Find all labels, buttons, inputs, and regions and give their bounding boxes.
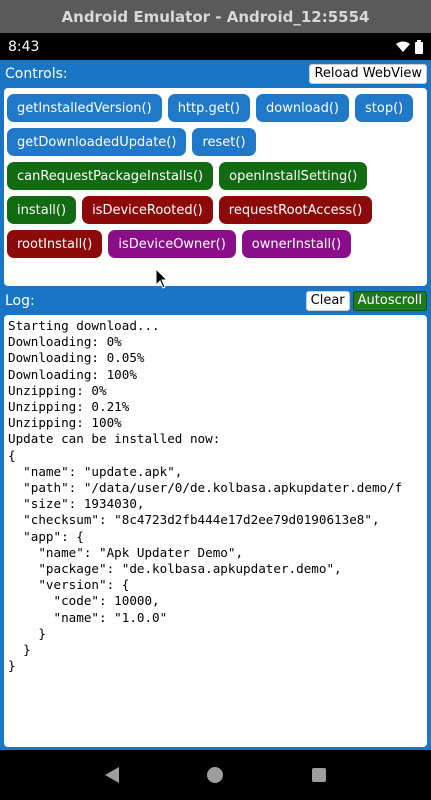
log-line: "version": {: [8, 577, 130, 593]
controls-row: rootInstall()isDeviceOwner()ownerInstall…: [7, 230, 424, 258]
log-line: Unzipping: 0.21%: [8, 399, 130, 415]
control-button-root-install[interactable]: rootInstall(): [7, 230, 103, 258]
battery-icon: [415, 39, 423, 54]
log-output: Starting download...Downloading: 0%Downl…: [8, 318, 423, 674]
clear-button[interactable]: Clear: [305, 291, 350, 311]
controls-row: canRequestPackageInstalls()openInstallSe…: [7, 162, 424, 190]
control-button-httpget[interactable]: http.get(): [167, 94, 250, 122]
log-line: "app": {: [8, 528, 84, 544]
wifi-icon: [396, 41, 410, 52]
status-bar: 8:43: [0, 33, 431, 60]
home-icon[interactable]: [200, 760, 230, 790]
controls-row: getInstalledVersion()http.get()download(…: [7, 94, 424, 122]
reload-webview-button[interactable]: Reload WebView: [309, 64, 427, 84]
log-label: Log:: [5, 293, 35, 309]
log-line: Downloading: 0%: [8, 334, 122, 350]
status-icons: [396, 39, 423, 54]
log-line: "size": 1934030,: [8, 496, 145, 512]
control-button-is-device-owner[interactable]: isDeviceOwner(): [108, 230, 236, 258]
controls-label: Controls:: [5, 66, 68, 82]
log-line: Update can be installed now:: [8, 431, 221, 447]
log-line: "package": "de.kolbasa.apkupdater.demo",: [8, 561, 342, 577]
control-button-is-device-rooted[interactable]: isDeviceRooted(): [82, 196, 213, 224]
navigation-bar: [0, 750, 431, 800]
controls-panel: getInstalledVersion()http.get()download(…: [4, 88, 427, 286]
log-line: {: [8, 447, 16, 463]
log-line: "name": "update.apk",: [8, 463, 183, 479]
app-webview: Controls: Reload WebView getInstalledVer…: [0, 60, 431, 750]
log-header: Log: Clear Autoscroll: [0, 287, 431, 315]
window-title: Android Emulator - Android_12:5554: [0, 0, 431, 33]
control-button-get-downloaded-update[interactable]: getDownloadedUpdate(): [7, 128, 187, 156]
control-button-stop[interactable]: stop(): [355, 94, 414, 122]
control-button-open-install-setting[interactable]: openInstallSetting(): [219, 162, 368, 190]
autoscroll-button[interactable]: Autoscroll: [352, 291, 427, 311]
control-button-owner-install[interactable]: ownerInstall(): [241, 230, 352, 258]
log-line: Unzipping: 0%: [8, 382, 107, 398]
log-line: }: [8, 642, 31, 658]
log-line: }: [8, 658, 16, 674]
control-button-reset[interactable]: reset(): [192, 128, 256, 156]
log-line: "name": "Apk Updater Demo",: [8, 544, 244, 560]
back-icon[interactable]: [97, 760, 127, 790]
log-line: Downloading: 100%: [8, 366, 137, 382]
controls-header: Controls: Reload WebView: [0, 60, 431, 88]
recents-icon[interactable]: [304, 760, 334, 790]
control-button-can-request-package-installs[interactable]: canRequestPackageInstalls(): [7, 162, 214, 190]
control-button-get-installed-version[interactable]: getInstalledVersion(): [7, 94, 162, 122]
log-line: Unzipping: 100%: [8, 415, 122, 431]
mouse-cursor-icon: [155, 268, 169, 289]
log-line: "path": "/data/user/0/de.kolbasa.apkupda…: [8, 480, 403, 496]
log-line: "name": "1.0.0": [8, 609, 168, 625]
log-panel[interactable]: Starting download...Downloading: 0%Downl…: [4, 315, 427, 747]
log-line: Downloading: 0.05%: [8, 350, 145, 366]
controls-row: install()isDeviceRooted()requestRootAcce…: [7, 196, 424, 224]
control-button-download[interactable]: download(): [256, 94, 350, 122]
control-button-install[interactable]: install(): [7, 196, 77, 224]
log-line: "checksum": "8c4723d2fb444e17d2ee79d0190…: [8, 512, 380, 528]
log-line: Starting download...: [8, 318, 160, 333]
controls-row: getDownloadedUpdate()reset(): [7, 128, 424, 156]
log-line: "code": 10000,: [8, 593, 160, 609]
control-button-request-root-access[interactable]: requestRootAccess(): [218, 196, 373, 224]
log-line: }: [8, 625, 46, 641]
status-time: 8:43: [8, 38, 40, 55]
